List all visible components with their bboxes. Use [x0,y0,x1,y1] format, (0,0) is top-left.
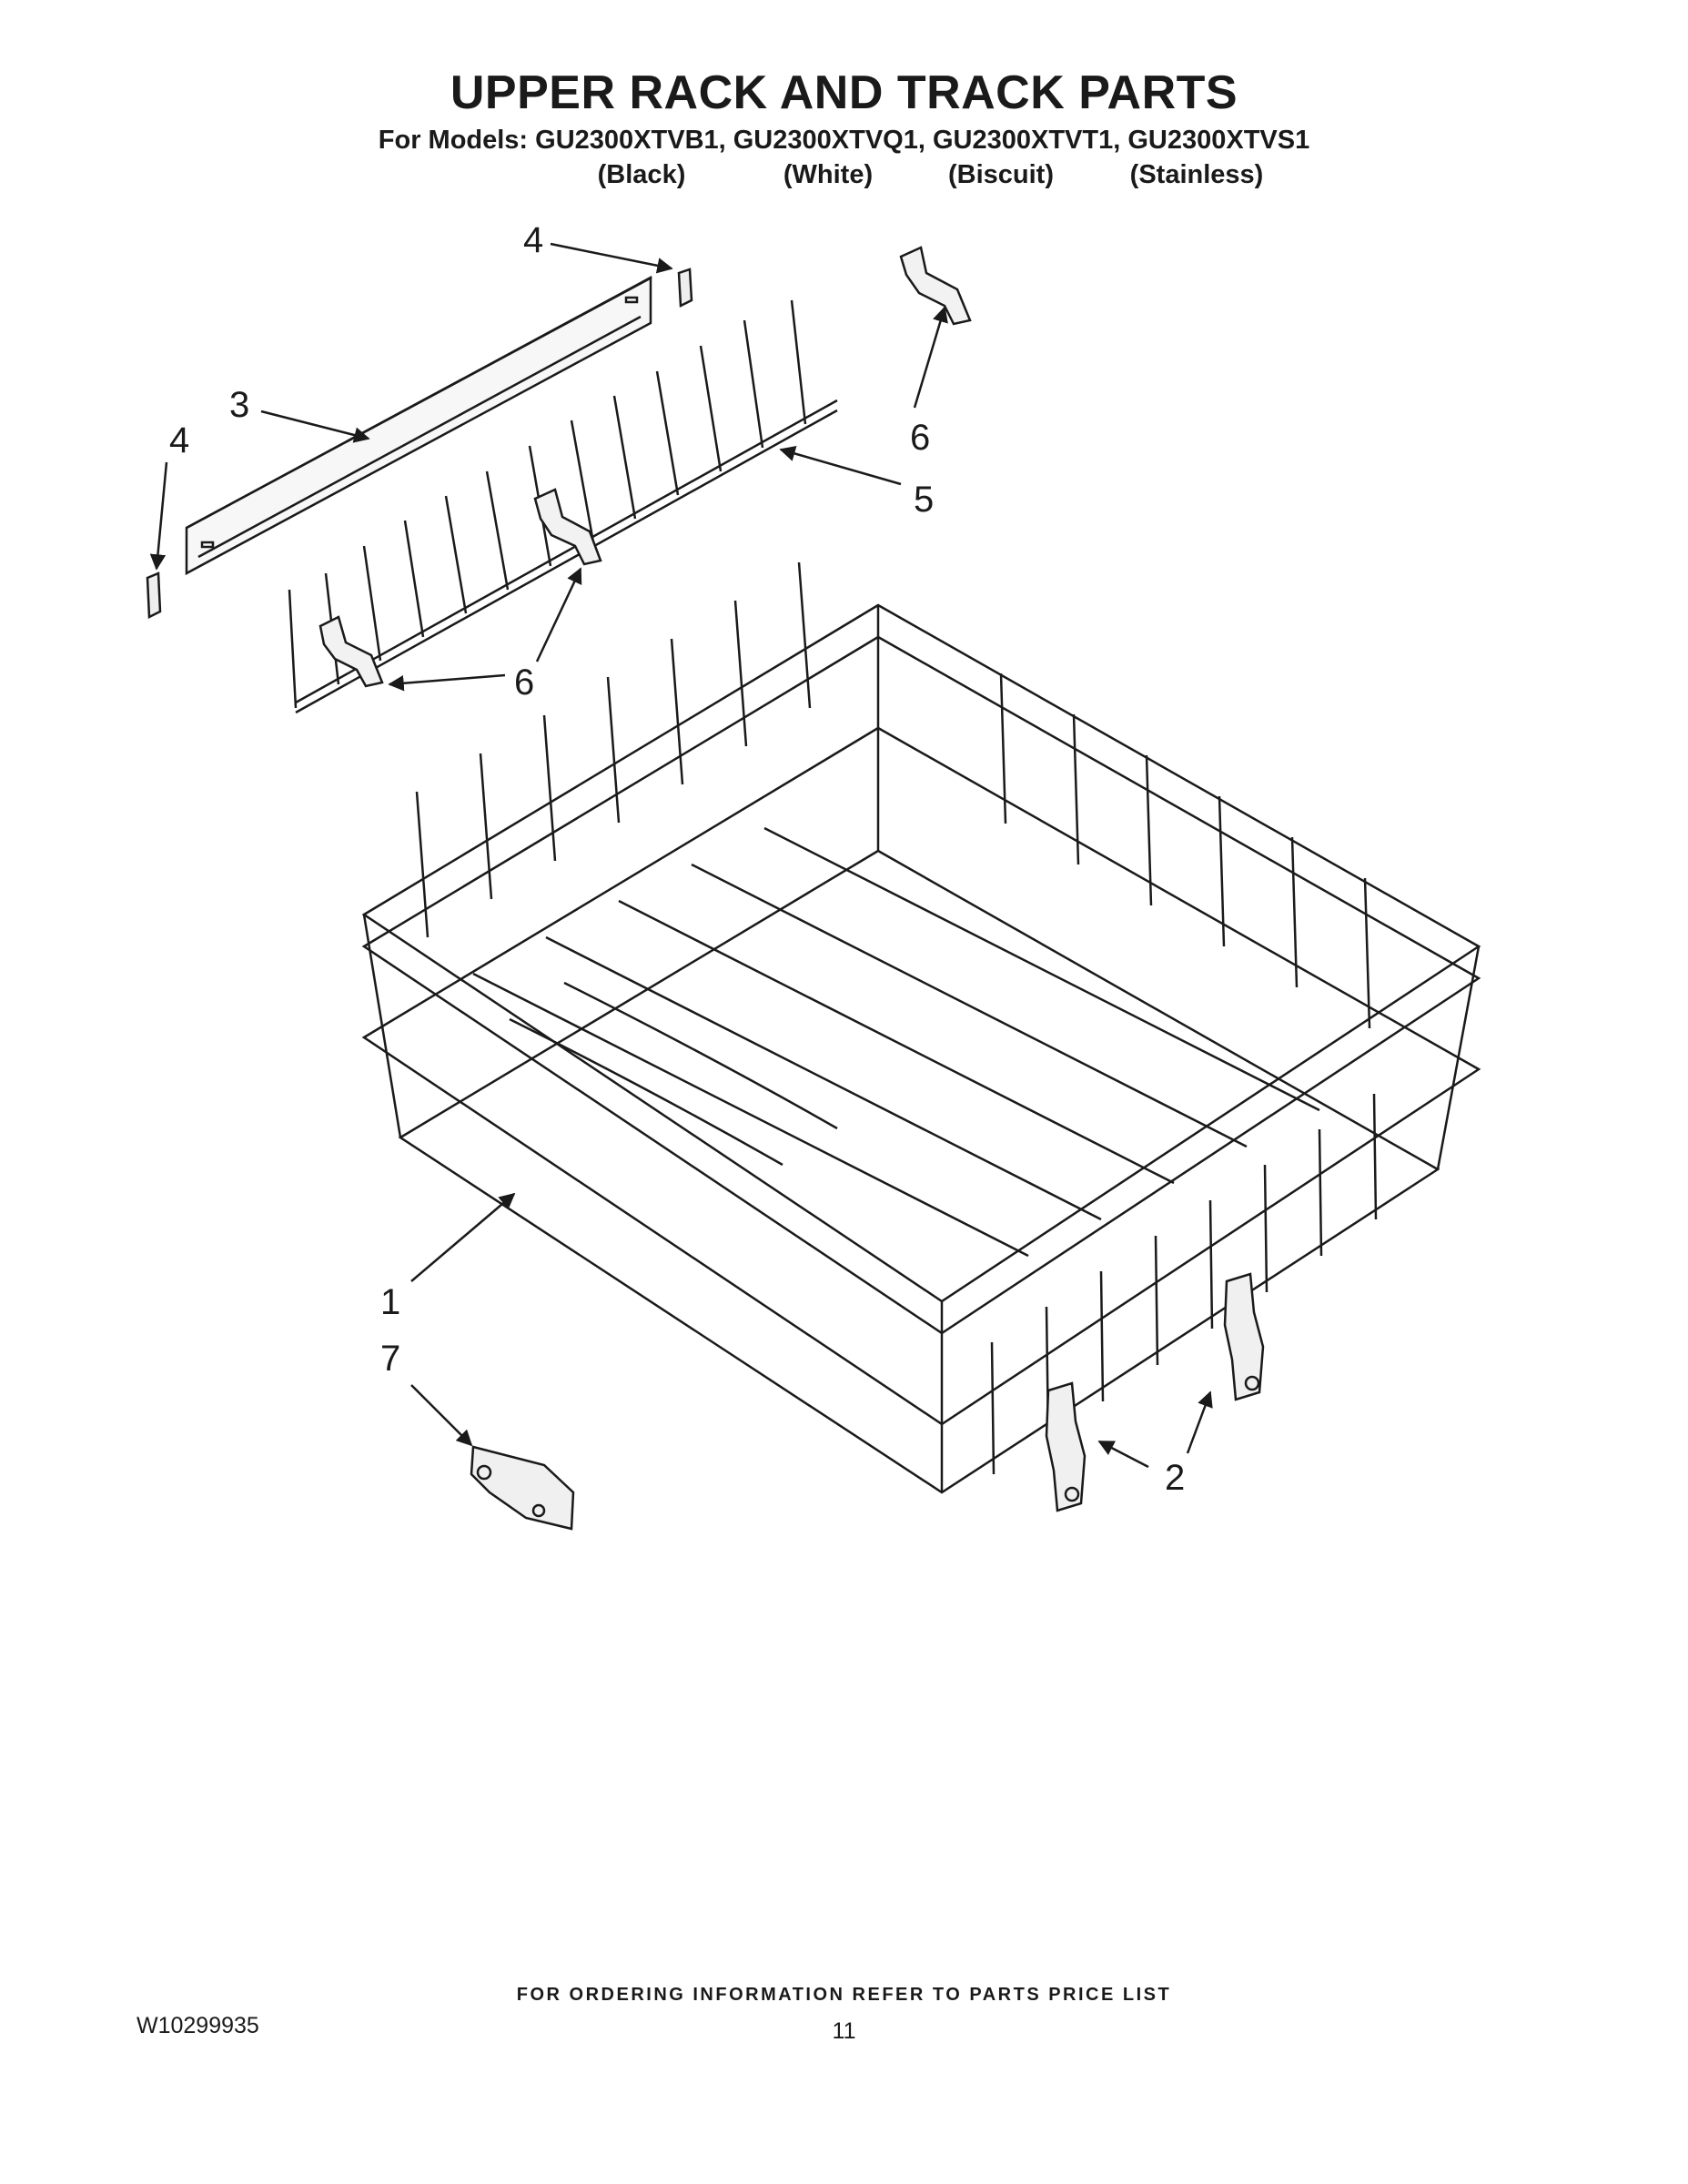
ordering-note: FOR ORDERING INFORMATION REFER TO PARTS … [516,1985,1172,2005]
callout-3: 3 [229,385,249,425]
track-adjuster-part [1045,1272,1265,1512]
callout-6-mid: 6 [514,662,534,703]
finish-black: (Black) [597,160,686,189]
track-rail-part [185,275,652,576]
callout-4-left: 4 [169,420,189,460]
callout-1: 1 [380,1282,400,1322]
rack-stop-part [470,1445,575,1531]
callout-7: 7 [380,1339,400,1379]
finish-stainless: (Stainless) [1129,160,1264,189]
callout-2: 2 [1165,1458,1185,1498]
page-number: 11 [832,2018,856,2044]
callout-6-right: 6 [910,418,930,458]
track-end-cap-part [146,268,693,619]
document-number: W10299935 [136,2013,259,2038]
callout-labels: 4 3 4 6 5 6 1 7 2 [169,220,1185,1498]
leader-lines [149,242,1213,1469]
models-line: For Models: GU2300XTVB1, GU2300XTVQ1, GU… [378,126,1310,155]
upper-rack-part [361,561,1481,1494]
cup-shelf-part [288,299,838,714]
callout-5: 5 [914,480,934,520]
finish-biscuit: (Biscuit) [948,160,1054,189]
page-title: UPPER RACK AND TRACK PARTS [450,66,1238,119]
finish-white: (White) [783,160,874,189]
shelf-clip-part [318,246,972,688]
callout-4-top: 4 [523,220,543,260]
